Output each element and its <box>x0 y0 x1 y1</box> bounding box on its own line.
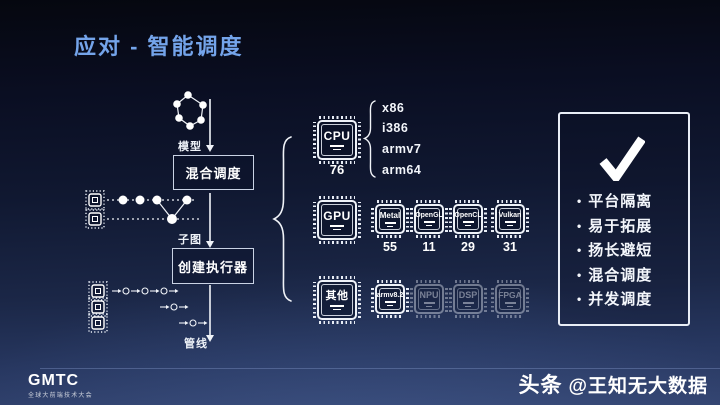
arrow-down-1 <box>206 99 214 152</box>
opengl-chip-label: OpenGL <box>415 212 443 219</box>
flow-label-subgraph: 子图 <box>178 234 202 246</box>
benefit-item: •扬长避短 <box>577 242 653 259</box>
chip-pins <box>319 276 355 279</box>
opencl-chip-icon: OpenCL <box>449 200 487 238</box>
metal-count: 55 <box>383 240 397 254</box>
opencl-count: 29 <box>461 240 475 254</box>
dsp-chip-label: DSP <box>458 290 478 300</box>
cpu-chip-icon: CPU <box>313 116 361 164</box>
flow-box-create-executor: 创建执行器 <box>172 248 254 284</box>
benefit-item: •并发调度 <box>577 291 653 308</box>
arrow-down-2 <box>206 193 214 248</box>
benefit-item: •混合调度 <box>577 266 653 284</box>
op-sequence-row2 <box>160 303 189 311</box>
chip-pins <box>319 116 355 119</box>
cpu-arch-brace <box>362 100 376 178</box>
mini-chip-icon <box>85 209 105 229</box>
vulkan-chip-icon: Vulkan <box>491 200 529 238</box>
chip-pins <box>313 202 316 238</box>
group-brace <box>272 136 292 302</box>
benefit-item: •易于拓展 <box>577 217 653 235</box>
benefit-item: •平台隔离 <box>577 193 653 210</box>
cpu-arch-item: arm64 <box>382 163 422 177</box>
flow-box-hybrid-scheduling: 混合调度 <box>173 155 254 190</box>
footer-divider <box>40 368 720 369</box>
flow-label-pipeline: 管线 <box>184 338 208 350</box>
benefits-panel <box>558 112 690 326</box>
mini-chip-icon <box>85 190 105 210</box>
opengl-count: 11 <box>422 240 436 254</box>
bullet-icon: • <box>577 267 583 282</box>
cpu-arch-item: armv7 <box>382 142 422 156</box>
dsp-chip-icon: DSP <box>449 280 487 318</box>
chip-pins <box>358 122 361 158</box>
fpga-chip-icon: FPGA <box>491 280 529 318</box>
chip-pins <box>358 282 361 318</box>
chip-pins <box>319 241 355 244</box>
chip-pins <box>358 202 361 238</box>
other-chip-icon: 其他 <box>313 276 361 324</box>
vulkan-count: 31 <box>503 240 517 254</box>
chip-pins <box>319 321 355 324</box>
mini-chip-icon <box>88 281 108 301</box>
metal-chip-label: Metal <box>379 210 401 220</box>
fpga-chip-label: FPGA <box>498 290 522 301</box>
mini-chip-icon <box>88 313 108 333</box>
npu-chip-label: NPU <box>419 290 439 300</box>
chip-decoration <box>333 229 341 230</box>
gpu-chip-label: GPU <box>323 209 351 223</box>
arrow-down-3 <box>206 285 214 342</box>
cpu-arch-item: x86 <box>382 101 405 115</box>
cpu-arch-item: i386 <box>382 121 409 135</box>
check-icon <box>599 136 645 181</box>
op-sequence-row3 <box>179 319 208 327</box>
chip-pins <box>313 282 316 318</box>
chip-decoration <box>330 304 344 307</box>
chip-pins <box>319 196 355 199</box>
chip-pins <box>319 161 355 164</box>
chip-decoration <box>333 149 341 150</box>
bullet-icon: • <box>577 292 583 306</box>
subgraph-graph <box>85 190 201 229</box>
watermark-brand: 头条 <box>518 374 563 397</box>
gpu-chip-icon: GPU <box>313 196 361 244</box>
gmtc-logo-subtitle: 全球大前端技术大会 <box>28 393 93 399</box>
op-sequence-row1 <box>112 287 179 295</box>
npu-chip-icon: NPU <box>410 280 448 318</box>
bullet-icon: • <box>577 194 583 208</box>
pipeline-graph <box>88 281 208 333</box>
other-chip-label: 其他 <box>325 289 349 302</box>
chip-pins <box>313 122 316 158</box>
vulkan-chip-label: Vulkan <box>498 212 522 219</box>
watermark: 头条@王知无大数据 <box>518 369 708 399</box>
flow-label-model: 模型 <box>178 141 202 153</box>
model-graph-icon <box>173 91 207 130</box>
benefits-list: •平台隔离 •易于拓展 •扬长避短 •混合调度 •并发调度 <box>577 190 683 313</box>
opencl-chip-label: OpenCL <box>454 212 482 219</box>
metal-chip-icon: Metal <box>371 200 409 238</box>
armv82-chip-icon: armv8.2 <box>371 280 409 318</box>
page-title: 应对 - 智能调度 <box>74 34 244 59</box>
cpu-chip-label: CPU <box>323 129 351 143</box>
watermark-handle: @王知无大数据 <box>568 376 708 397</box>
chip-decoration <box>330 225 344 227</box>
opengl-chip-icon: OpenGL <box>410 200 448 238</box>
flow-diagram-graphics <box>85 91 214 342</box>
bullet-icon: • <box>577 243 583 257</box>
gmtc-logo: GMTC <box>28 372 80 389</box>
bullet-icon: • <box>577 218 583 233</box>
mini-chip-icon <box>88 297 108 317</box>
cpu-count: 76 <box>329 162 345 177</box>
chip-decoration <box>333 308 341 310</box>
chip-decoration <box>330 145 344 147</box>
armv82-chip-label: armv8.2 <box>376 292 404 299</box>
